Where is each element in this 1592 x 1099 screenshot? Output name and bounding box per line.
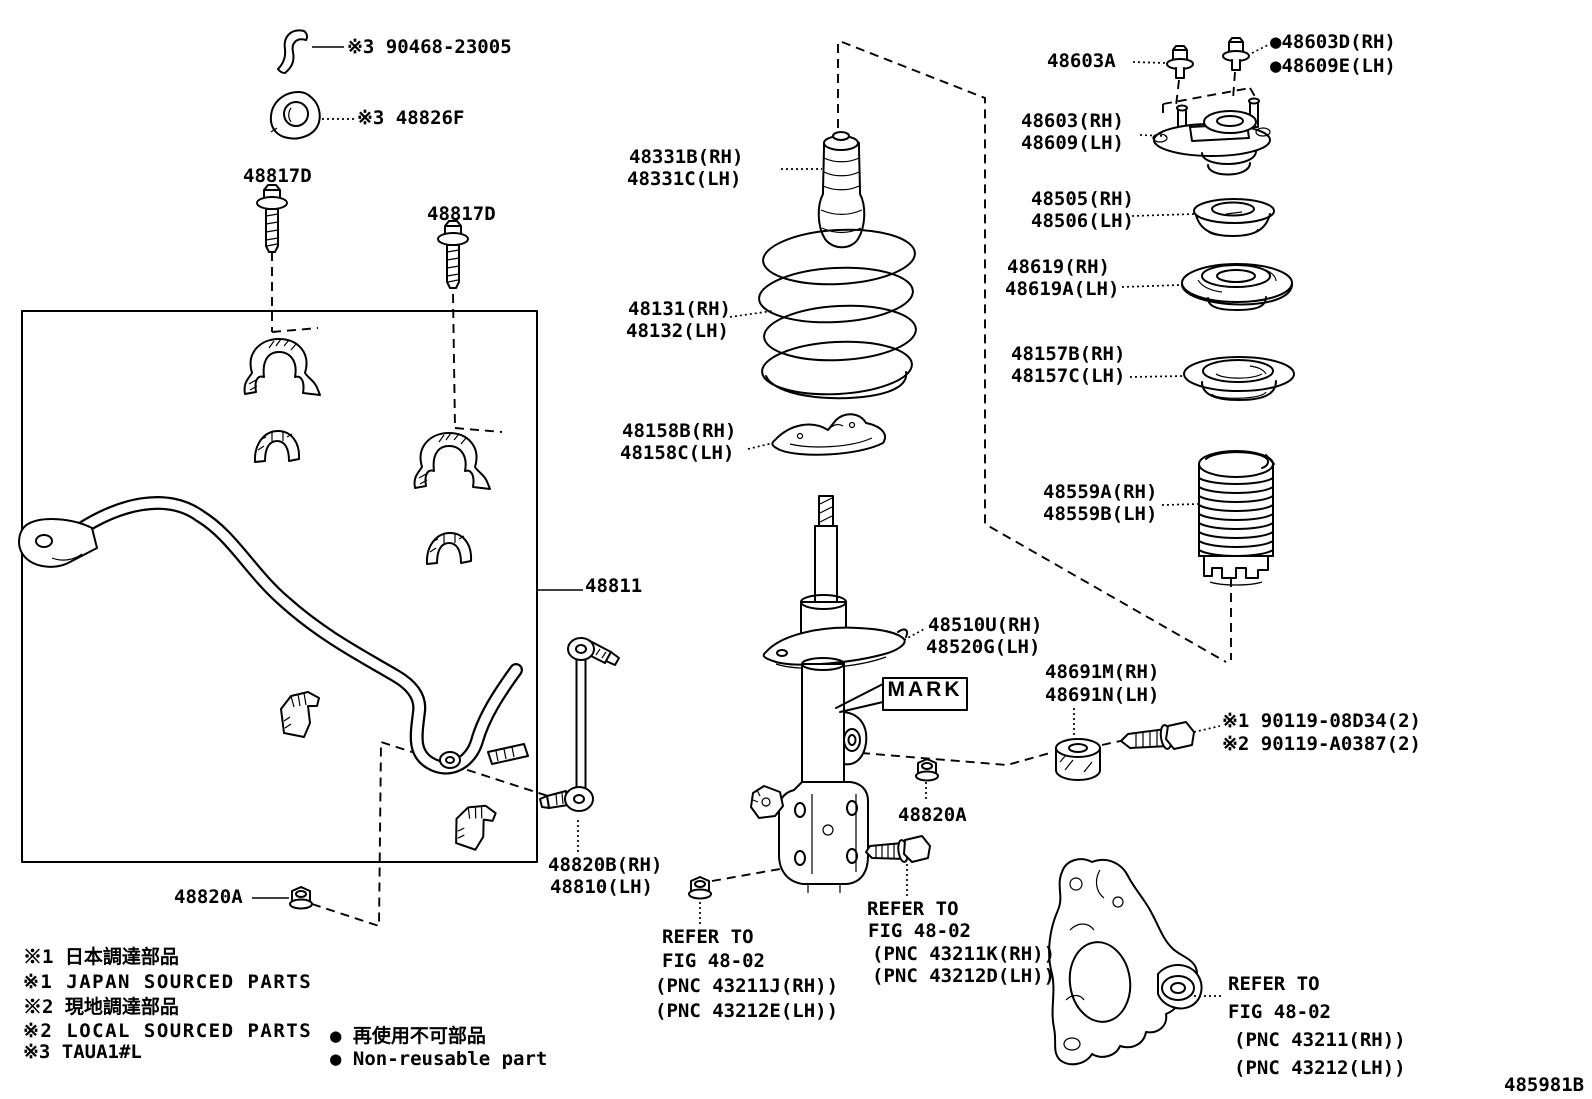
legend-nonreusable-en: ● Non-reusable part [330, 1048, 548, 1070]
figure-code: 485981B [1504, 1074, 1585, 1096]
label-lower-insulator-rh: 48158B(RH) [622, 420, 737, 442]
label-nut-left: 48820A [174, 886, 243, 908]
cushion-drawing [1055, 738, 1101, 781]
refer-right-line3: (PNC 43211(RH)) [1234, 1029, 1406, 1051]
bolt-90119-drawing [1120, 721, 1195, 750]
stabilizer-bracket-1-drawing [243, 338, 321, 396]
label-cushion-lh: 48691N(LH) [1045, 684, 1160, 706]
stabilizer-link-drawing [539, 637, 620, 812]
mark-callout [835, 677, 968, 713]
refer-left-line4: (PNC 43212E(LH)) [655, 1000, 839, 1022]
label-coil-spring-lh: 48132(LH) [626, 320, 729, 342]
stabilizer-bracket-2-drawing [413, 432, 491, 490]
bump-stopper-drawing [817, 131, 866, 249]
refer-center-line1: REFER TO [867, 898, 959, 920]
label-link-lh: 48810(LH) [550, 876, 653, 898]
coil-spring-drawing [758, 228, 917, 400]
steering-knuckle-drawing [1048, 858, 1203, 1066]
support-bolt-b-drawing [1222, 37, 1250, 71]
leader-lines [252, 44, 1269, 997]
nut-48820b-drawing [688, 876, 712, 900]
label-bump-stopper-lh: 48331C(LH) [627, 168, 742, 190]
label-mark: MARK [887, 678, 963, 701]
bearing-drawing [1181, 263, 1293, 311]
label-stabilizer-bar: 48811 [585, 575, 643, 597]
legend-note1-en: ※1 JAPAN SOURCED PARTS [23, 971, 313, 993]
label-support-lh: 48609(LH) [1021, 132, 1124, 154]
bolt-48817d-2-drawing [437, 220, 469, 289]
label-bearing-lh: 48619A(LH) [1005, 278, 1120, 300]
label-clip: ※3 90468-23005 [347, 36, 512, 58]
nut-48820a-center-drawing [915, 758, 939, 782]
legend-note2-jp: ※2 現地調達部品 [23, 996, 179, 1018]
grommet-drawing [269, 91, 321, 140]
refer-left-line2: FIG 48-02 [662, 950, 765, 972]
label-bolt-48817d-1: 48817D [243, 165, 312, 187]
stabilizer-bushing-2-drawing [425, 532, 473, 565]
label-shock-lh: 48520G(LH) [926, 636, 1041, 658]
legend-note2-en: ※2 LOCAL SOURCED PARTS [23, 1020, 313, 1042]
label-cushion-rh: 48691M(RH) [1045, 661, 1160, 683]
dust-seal-drawing [1193, 198, 1275, 237]
bolt-fig4802-center-drawing [865, 835, 931, 863]
legend-note3: ※3 TAUA1#L [23, 1041, 142, 1063]
label-support-nut-rh: ●48603D(RH) [1270, 31, 1396, 53]
label-upper-insulator-lh: 48157C(LH) [1011, 365, 1126, 387]
refer-right-line1: REFER TO [1228, 973, 1320, 995]
label-bearing-rh: 48619(RH) [1007, 256, 1110, 278]
legend-note1-jp: ※1 日本調達部品 [23, 946, 179, 968]
label-nut-center: 48820A [898, 804, 967, 826]
label-bump-stopper-rh: 48331B(RH) [629, 146, 744, 168]
stabilizer-group-frame [21, 310, 538, 863]
refer-center-line4: (PNC 43212D(LH)) [872, 965, 1056, 987]
refer-left-line1: REFER TO [662, 926, 754, 948]
label-shock-rh: 48510U(RH) [928, 614, 1043, 636]
dust-boot-drawing [1198, 450, 1275, 586]
support-bolt-a-drawing [1166, 45, 1194, 79]
label-dust-seal-lh: 48506(LH) [1031, 210, 1134, 232]
label-link-rh: 48820B(RH) [548, 854, 663, 876]
stabilizer-bar-drawing [18, 495, 529, 775]
label-lower-insulator-lh: 48158C(LH) [620, 442, 735, 464]
support-assembly-drawing [1152, 97, 1271, 176]
label-grommet: ※3 48826F [357, 107, 465, 129]
label-bolt-90119-2: ※2 90119-A0387(2) [1222, 733, 1421, 755]
label-coil-spring-rh: 48131(RH) [628, 298, 731, 320]
spring-lower-insulator-drawing [771, 413, 886, 456]
label-dust-seal-rh: 48505(RH) [1031, 188, 1134, 210]
stabilizer-clamp-1-drawing [280, 691, 320, 738]
shock-absorber-drawing [750, 495, 908, 893]
label-support-nut-lh: ●48609E(LH) [1270, 55, 1396, 77]
clip-drawing [277, 29, 309, 74]
label-bolt-48817d-2: 48817D [427, 203, 496, 225]
label-spring-bumper-lh: 48559B(LH) [1043, 503, 1158, 525]
refer-right-line4: (PNC 43212(LH)) [1234, 1057, 1406, 1079]
bolt-48817d-1-drawing [256, 184, 288, 253]
stabilizer-clamp-2-drawing [451, 800, 498, 853]
label-upper-insulator-rh: 48157B(RH) [1011, 343, 1126, 365]
stabilizer-bushing-1-drawing [253, 430, 301, 463]
construction-lines [271, 41, 1258, 928]
refer-left-line3: (PNC 43211J(RH)) [655, 975, 839, 997]
spring-upper-insulator-drawing [1183, 356, 1295, 401]
refer-center-line2: FIG 48-02 [868, 920, 971, 942]
label-bolt-90119-1: ※1 90119-08D34(2) [1222, 710, 1421, 732]
refer-right-line2: FIG 48-02 [1228, 1001, 1331, 1023]
label-support-bolt: 48603A [1047, 50, 1116, 72]
label-spring-bumper-rh: 48559A(RH) [1043, 481, 1158, 503]
nut-48820a-left-drawing [289, 886, 313, 910]
legend-nonreusable-jp: ● 再使用不可部品 [330, 1025, 486, 1047]
refer-center-line3: (PNC 43211K(RH)) [872, 943, 1056, 965]
label-support-rh: 48603(RH) [1021, 110, 1124, 132]
